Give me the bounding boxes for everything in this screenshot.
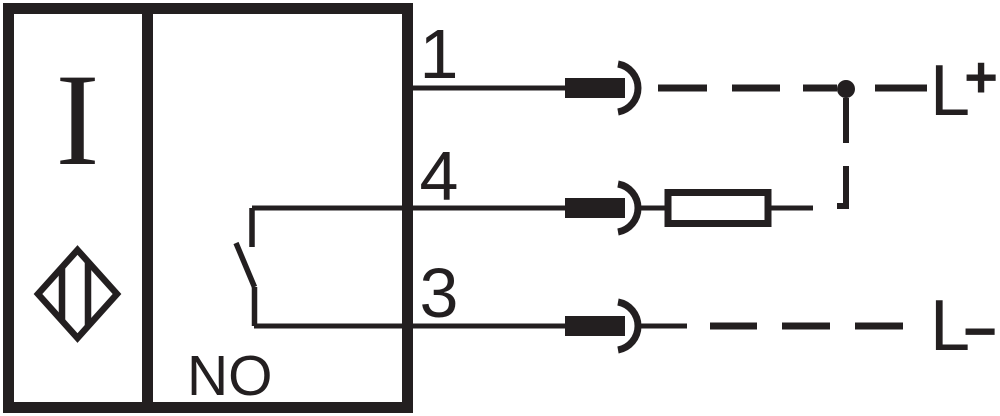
pin-3-socket-arc-icon [617, 298, 642, 354]
pin-4-socket-arc-icon [617, 180, 642, 236]
pin-1-plug-icon [565, 78, 625, 98]
positive-rail-letter: L [930, 51, 970, 131]
negative-rail-letter: L [930, 286, 970, 366]
proximity-sensor-icon [33, 245, 122, 343]
positive-rail-sign: + [964, 45, 998, 110]
wire-pin-4: 4 [252, 98, 849, 236]
junction-dot-icon [837, 80, 855, 98]
load-to-junction-dashed-link [837, 98, 849, 209]
pin-4-plug-icon [565, 198, 625, 218]
normally-open-contact-icon [233, 208, 258, 326]
load-resistor-icon [664, 189, 772, 227]
pin-3-number: 3 [420, 254, 459, 332]
inductive-technology-symbol: I [56, 46, 100, 193]
positive-rail-label: L + [930, 45, 998, 131]
pin-1-socket-arc-icon [617, 60, 642, 116]
contact-blade [233, 241, 258, 289]
wire-pin-3: 3 [254, 254, 903, 354]
dash-corner-segment [837, 166, 849, 209]
switch-function-label: NO [187, 344, 273, 408]
wire-pin-1: 1 [403, 15, 927, 116]
pin-3-plug-icon [565, 316, 625, 336]
pin-1-number: 1 [420, 15, 459, 93]
sensor-body: I NO [3, 3, 413, 413]
diamond-outline [33, 245, 122, 343]
pin-4-number: 4 [420, 137, 459, 215]
negative-rail-sign: − [963, 299, 997, 364]
negative-rail-label: L − [930, 286, 997, 366]
